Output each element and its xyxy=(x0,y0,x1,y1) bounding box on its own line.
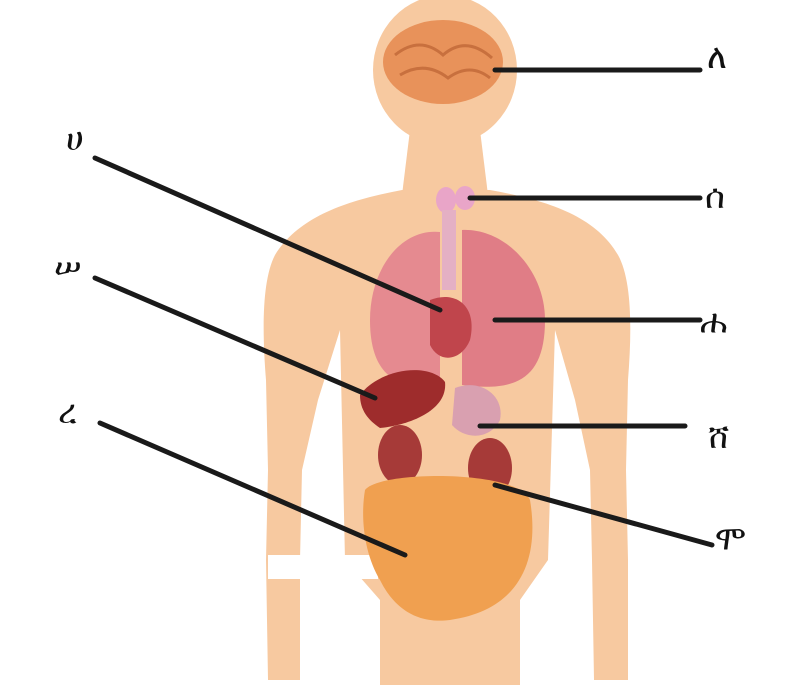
label-she: ሸ xyxy=(708,420,729,454)
white-patch xyxy=(268,555,378,579)
label-le: ለ xyxy=(707,40,727,74)
brain xyxy=(383,20,503,104)
label-mo: ሞ xyxy=(715,522,746,556)
trachea xyxy=(442,210,456,290)
label-re: ረ xyxy=(58,395,77,429)
label-me: ሠ xyxy=(54,250,82,284)
neck xyxy=(402,130,488,195)
label-ha: ሀ xyxy=(66,122,84,156)
label-hha: ሐ xyxy=(700,305,727,339)
label-lu: ሰ xyxy=(705,180,725,214)
